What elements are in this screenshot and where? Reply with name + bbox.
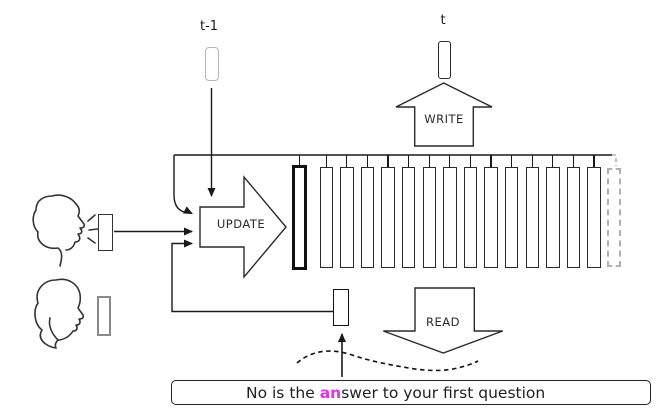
update-label: UPDATE (216, 217, 266, 231)
recurrent-loop-arrow (173, 155, 193, 215)
write-arrow (395, 82, 493, 147)
memory-slot (504, 167, 519, 268)
memory-slot-connector (490, 155, 492, 167)
write-label: WRITE (424, 112, 464, 126)
memory-slot (463, 167, 478, 268)
memory-band-dashed-corner (612, 154, 617, 166)
read-result-box (333, 289, 349, 326)
sound-line-icon (88, 228, 99, 231)
prev-timestep-label: t-1 (199, 19, 219, 34)
memory-slot-connector (298, 155, 301, 165)
memory-slot (292, 165, 307, 270)
memory-slot (546, 167, 560, 268)
attention-wave-dashed-curve (296, 350, 479, 372)
memory-slot-connector (346, 155, 348, 167)
memory-slot-connector (387, 155, 389, 167)
memory-slot (566, 167, 581, 268)
memory-slot-connector (366, 155, 369, 167)
update-arrow (199, 175, 287, 279)
memory-slot-connector (428, 155, 430, 167)
memory-slot (443, 167, 457, 268)
memory-slot-connector (531, 155, 533, 167)
memory-slot-connector (572, 155, 575, 167)
memory-slot (340, 167, 354, 268)
memory-slot (587, 167, 601, 268)
memory-slot-connector (552, 155, 554, 167)
read-feedback-arrow (171, 239, 333, 313)
utterance-embedding-box (98, 214, 113, 251)
sound-line-icon (87, 237, 96, 244)
memory-slot (401, 167, 416, 268)
speaking-person-icon (32, 194, 99, 267)
sentence-highlight: an (319, 383, 342, 402)
listener-embedding-box (97, 296, 111, 336)
memory-slot (381, 167, 395, 268)
memory-slot-connector (449, 155, 451, 167)
memory-slot (422, 167, 436, 268)
memory-slot (319, 167, 333, 268)
sentence-suffix: swer to your first question (341, 383, 546, 402)
read-arrow (383, 287, 503, 354)
listening-person-icon (34, 278, 85, 349)
memory-slot (525, 167, 539, 268)
current-state-box (437, 41, 451, 79)
memory-slot-connector (511, 155, 513, 167)
current-timestep-label: t (440, 13, 446, 28)
sentence-prefix: No is the (246, 383, 320, 402)
read-label: READ (426, 315, 460, 329)
memory-slot-connector (593, 155, 595, 167)
memory-slot-connector (469, 155, 472, 167)
memory-slot (606, 168, 621, 267)
sound-line-icon (87, 214, 96, 222)
memory-slot-connector (408, 155, 410, 167)
memory-slot (360, 167, 375, 268)
memory-slot-connector (325, 155, 327, 167)
memory-slot (484, 167, 498, 268)
prev-state-box (204, 47, 219, 81)
